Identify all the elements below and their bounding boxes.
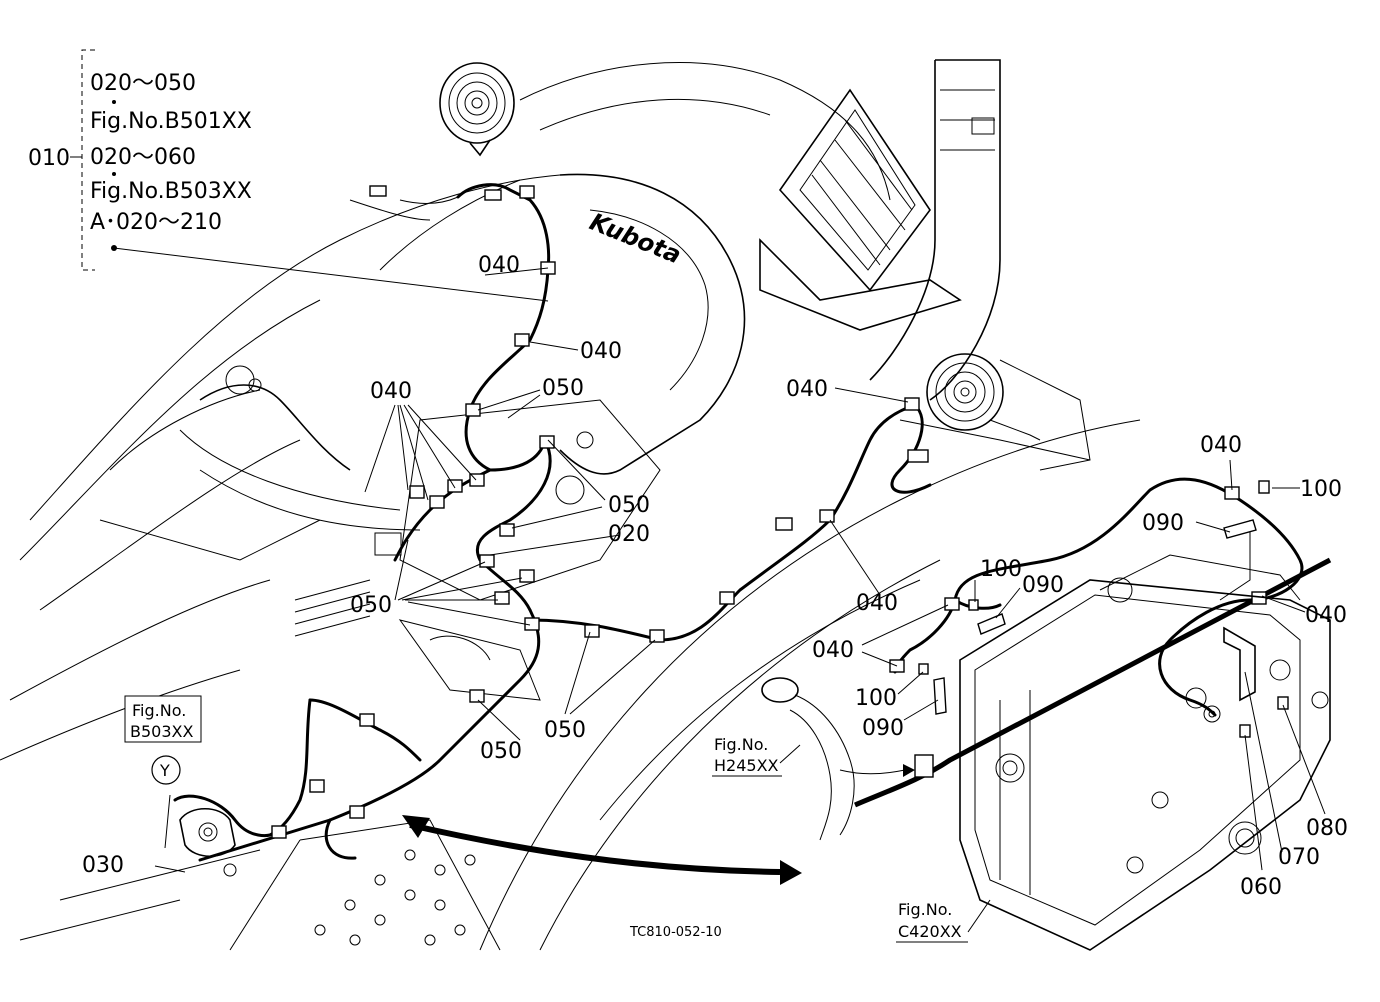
callout-050: 050 [542,376,584,401]
drawing-code: TC810-052-10 [629,925,722,940]
callout-090: 090 [862,716,904,741]
figref-h245-line2: H245XX [714,756,779,775]
figref-b503: Fig.No. B503XX Y [124,695,202,785]
left-work-lamp [439,62,515,157]
ref-line-3: 020～060 [90,145,196,170]
figref-c420-line1: Fig.No. [898,900,952,919]
ref-line-1: 020～050 [90,71,196,96]
callout-040: 040 [856,591,898,616]
callout-090: 090 [1142,511,1184,536]
callout-100: 100 [1300,477,1342,502]
ref-line-4: Fig.No.B503XX [90,179,252,204]
ref-line-5: A･020～210 [90,210,222,235]
callout-080: 080 [1306,816,1348,841]
callout-050: 050 [608,493,650,518]
harness-clips [271,185,1267,839]
transmission-case [918,480,1331,951]
figref-c420: Fig.No. C420XX [896,900,968,943]
floor-holes [314,849,476,946]
callout-leaders [154,267,1326,933]
callout-040: 040 [812,638,854,663]
right-work-lamp [926,353,1041,441]
callout-040: 040 [370,379,412,404]
callout-070: 070 [1278,845,1320,870]
figref-h245: Fig.No. H245XX [712,735,782,777]
callout-040: 040 [1305,603,1347,628]
callout-100: 100 [855,686,897,711]
reference-block: 010 020～050 Fig.No.B501XX 020～060 Fig.No… [28,49,549,302]
hydraulic-hose [761,677,855,841]
callout-100: 100 [980,557,1022,582]
ref-part-number: 010 [28,146,70,171]
callout-040: 040 [1200,433,1242,458]
ref-line-2: Fig.No.B501XX [90,109,252,134]
callout-040: 040 [580,339,622,364]
figref-c420-line2: C420XX [898,922,962,941]
direction-arrow [402,764,915,885]
callout-060: 060 [1240,875,1282,900]
callout-020: 020 [608,522,650,547]
connectors [349,185,929,531]
callout-labels: 040 040 040 040 040 040 040 040 050 050 … [82,253,1348,900]
light-switch [179,808,237,877]
figref-b503-line2: B503XX [130,722,193,741]
callout-090: 090 [1022,573,1064,598]
callout-040: 040 [478,253,520,278]
figref-b503-line1: Fig.No. [132,701,186,720]
figref-circle-letter: Y [159,761,170,780]
callout-050: 050 [544,718,586,743]
vent-slots [294,579,371,637]
figref-h245-line1: Fig.No. [714,735,768,754]
callout-050: 050 [350,593,392,618]
callout-050: 050 [480,739,522,764]
callout-030: 030 [82,853,124,878]
wire-harness [173,183,1332,862]
brand-text: Kubota [586,208,685,270]
callout-040: 040 [786,377,828,402]
